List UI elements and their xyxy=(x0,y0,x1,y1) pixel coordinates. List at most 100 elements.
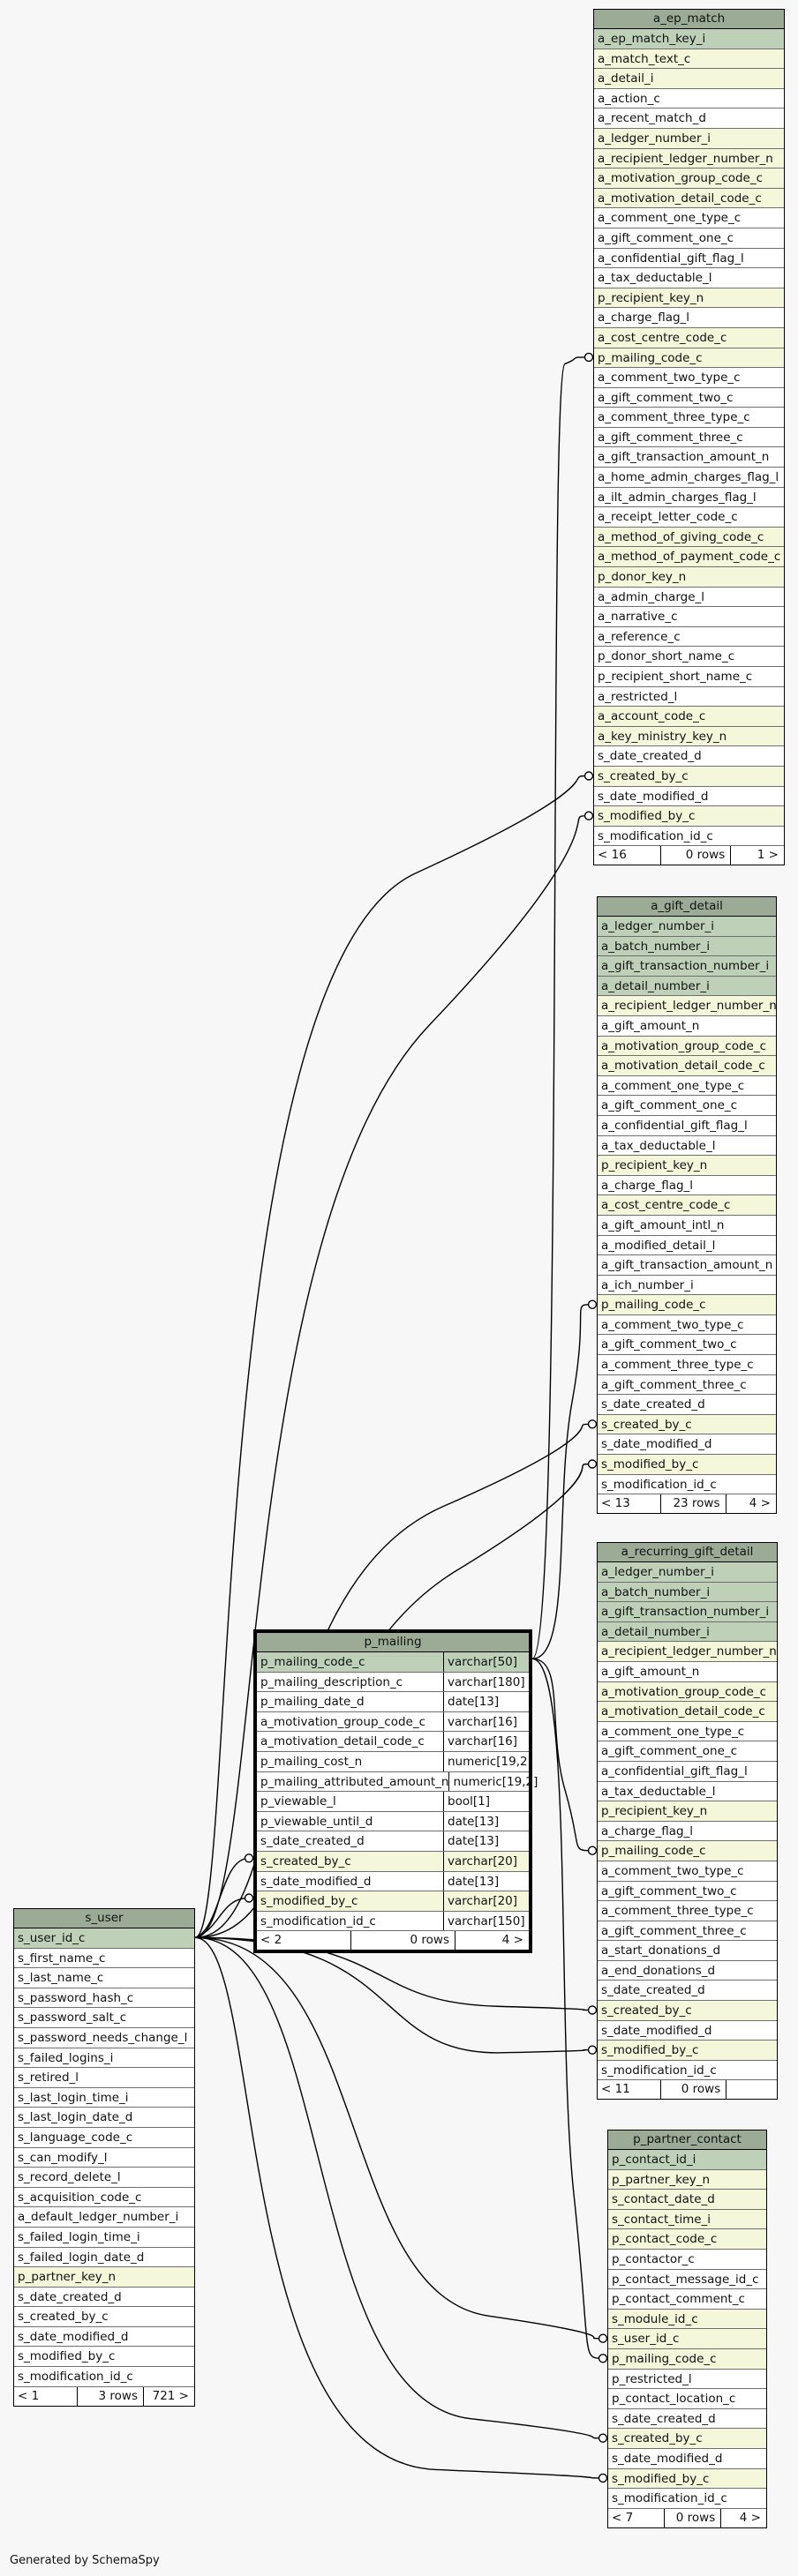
column-row[interactable]: a_recipient_ledger_number_n xyxy=(598,996,777,1016)
column-row[interactable]: p_recipient_key_n xyxy=(598,1801,777,1822)
column-row[interactable]: p_contact_location_c xyxy=(608,2389,766,2409)
column-row[interactable]: s_first_name_c xyxy=(14,1948,194,1969)
column-row[interactable]: s_date_created_d xyxy=(14,2287,194,2308)
column-row[interactable]: s_language_code_c xyxy=(14,2127,194,2148)
column-row[interactable]: s_date_created_d xyxy=(594,746,784,767)
column-row[interactable]: s_acquisition_code_c xyxy=(14,2187,194,2208)
column-row[interactable]: a_recipient_ledger_number_n xyxy=(598,1642,777,1662)
column-row[interactable]: a_reference_c xyxy=(594,626,784,648)
column-row[interactable]: s_modification_id_c xyxy=(608,2489,766,2509)
column-row[interactable]: a_recent_match_d xyxy=(594,109,784,129)
column-row[interactable]: a_comment_two_type_c xyxy=(598,1861,777,1882)
column-row[interactable]: a_key_ministry_key_n xyxy=(594,726,784,747)
column-row[interactable]: a_start_donations_d xyxy=(598,1941,777,1961)
column-row[interactable]: a_restricted_l xyxy=(594,686,784,708)
column-row[interactable]: a_gift_comment_three_c xyxy=(594,427,784,448)
column-row[interactable]: a_charge_flag_l xyxy=(598,1175,776,1196)
column-row[interactable]: a_tax_deductable_l xyxy=(598,1135,776,1157)
column-row[interactable]: p_mailing_code_c xyxy=(598,1841,777,1861)
column-row[interactable]: s_modified_by_c xyxy=(598,1455,776,1475)
column-row[interactable]: a_gift_comment_three_c xyxy=(598,1921,777,1942)
column-row[interactable]: a_match_text_c xyxy=(594,49,784,70)
column-row[interactable]: a_cost_centre_code_c xyxy=(594,327,784,348)
column-row[interactable]: a_account_code_c xyxy=(594,707,784,727)
column-row[interactable]: s_modification_id_c xyxy=(14,2367,194,2387)
column-row[interactable]: a_home_admin_charges_flag_l xyxy=(594,468,784,488)
column-row[interactable]: a_confidential_gift_flag_l xyxy=(598,1761,777,1782)
column-row[interactable]: s_date_created_d xyxy=(608,2408,766,2430)
column-row[interactable]: p_contact_code_c xyxy=(608,2229,766,2250)
column-row[interactable]: a_gift_comment_two_c xyxy=(594,387,784,408)
column-row[interactable]: a_gift_amount_n xyxy=(598,1661,777,1682)
column-row[interactable]: a_charge_flag_l xyxy=(598,1821,777,1842)
column-row[interactable]: a_tax_deductable_l xyxy=(594,268,784,288)
column-row[interactable]: s_can_modify_l xyxy=(14,2147,194,2168)
column-row[interactable]: s_created_by_c xyxy=(608,2429,766,2449)
column-row[interactable]: a_gift_transaction_amount_n xyxy=(594,447,784,468)
column-row[interactable]: a_gift_comment_three_c xyxy=(598,1374,776,1396)
column-row[interactable]: a_motivation_detail_code_c xyxy=(594,188,784,209)
column-row[interactable]: a_ich_number_i xyxy=(598,1275,776,1296)
column-row[interactable]: a_comment_two_type_c xyxy=(598,1314,776,1336)
column-row[interactable]: s_date_created_d xyxy=(598,1981,777,2002)
column-row[interactable]: a_action_c xyxy=(594,88,784,109)
column-row[interactable]: s_created_by_c xyxy=(594,766,784,787)
column-row[interactable]: a_admin_charge_l xyxy=(594,587,784,608)
column-row[interactable]: p_partner_key_n xyxy=(14,2267,194,2288)
column-row[interactable]: a_gift_comment_one_c xyxy=(598,1096,776,1116)
column-row[interactable]: p_restricted_l xyxy=(608,2369,766,2390)
column-row[interactable]: a_gift_comment_two_c xyxy=(598,1335,776,1356)
column-row[interactable]: a_detail_number_i xyxy=(598,976,776,997)
column-row[interactable]: a_narrative_c xyxy=(594,607,784,627)
column-row[interactable]: a_gift_comment_one_c xyxy=(598,1741,777,1762)
column-row[interactable]: p_contact_message_id_c xyxy=(608,2269,766,2290)
column-row[interactable]: a_default_ledger_number_i xyxy=(14,2207,194,2228)
column-row[interactable]: s_modification_id_c xyxy=(598,2060,777,2081)
column-row[interactable]: a_recipient_ledger_number_n xyxy=(594,148,784,169)
column-row[interactable]: s_created_by_c xyxy=(598,1414,776,1435)
column-row[interactable]: s_date_modified_d xyxy=(608,2448,766,2469)
column-row[interactable]: a_ep_match_key_i xyxy=(594,29,784,49)
column-row[interactable]: p_contact_id_i xyxy=(608,2150,766,2170)
column-row[interactable]: s_modification_id_c xyxy=(598,1474,776,1495)
column-row[interactable]: a_comment_one_type_c xyxy=(598,1721,777,1742)
column-row[interactable]: a_receipt_letter_code_c xyxy=(594,507,784,528)
column-row[interactable]: a_gift_comment_one_c xyxy=(594,228,784,249)
column-row[interactable]: a_gift_transaction_number_i xyxy=(598,1602,777,1622)
column-row[interactable]: s_password_hash_c xyxy=(14,1988,194,2009)
column-row[interactable]: a_comment_one_type_c xyxy=(594,208,784,228)
column-row[interactable]: s_failed_logins_i xyxy=(14,2048,194,2069)
column-row[interactable]: p_partner_key_n xyxy=(608,2169,766,2190)
column-row[interactable]: a_detail_i xyxy=(594,69,784,89)
column-row[interactable]: a_motivation_detail_code_c xyxy=(598,1702,777,1722)
column-row[interactable]: a_detail_number_i xyxy=(598,1621,777,1643)
column-row[interactable]: p_recipient_key_n xyxy=(594,288,784,309)
column-row[interactable]: s_date_modified_d xyxy=(598,1434,776,1456)
column-row[interactable]: a_motivation_group_code_c xyxy=(598,1681,777,1703)
column-row[interactable]: a_end_donations_d xyxy=(598,1960,777,1981)
column-row[interactable]: s_date_created_d xyxy=(598,1395,776,1415)
column-row[interactable]: a_motivation_group_code_c xyxy=(598,1036,776,1057)
column-row[interactable]: s_record_delete_l xyxy=(14,2168,194,2188)
column-row[interactable]: s_modification_id_c xyxy=(594,826,784,847)
column-row[interactable]: a_modified_detail_l xyxy=(598,1235,776,1256)
column-row[interactable]: a_gift_transaction_number_i xyxy=(598,956,776,977)
column-row[interactable]: p_recipient_short_name_c xyxy=(594,667,784,687)
column-row[interactable]: a_comment_three_type_c xyxy=(598,1901,777,1921)
column-row[interactable]: s_user_id_c xyxy=(608,2329,766,2349)
